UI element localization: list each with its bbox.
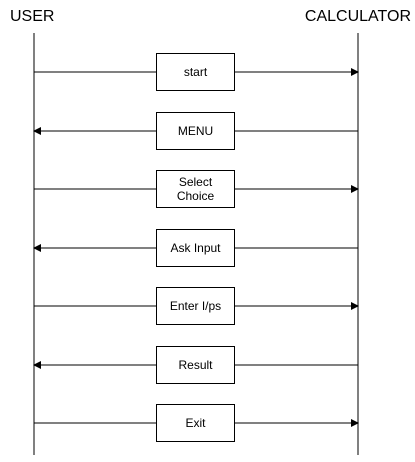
message-box: Result: [156, 346, 235, 384]
actor-calculator-label: CALCULATOR: [304, 8, 411, 25]
message-box: Exit: [156, 404, 235, 442]
message-box: Select Choice: [156, 170, 235, 208]
actor-user-label: USER: [10, 8, 55, 25]
message-box: Enter I/ps: [156, 287, 235, 325]
message-arrows: [33, 68, 359, 427]
message-box: Ask Input: [156, 229, 235, 267]
message-box: start: [156, 53, 235, 91]
message-box: MENU: [156, 112, 235, 150]
